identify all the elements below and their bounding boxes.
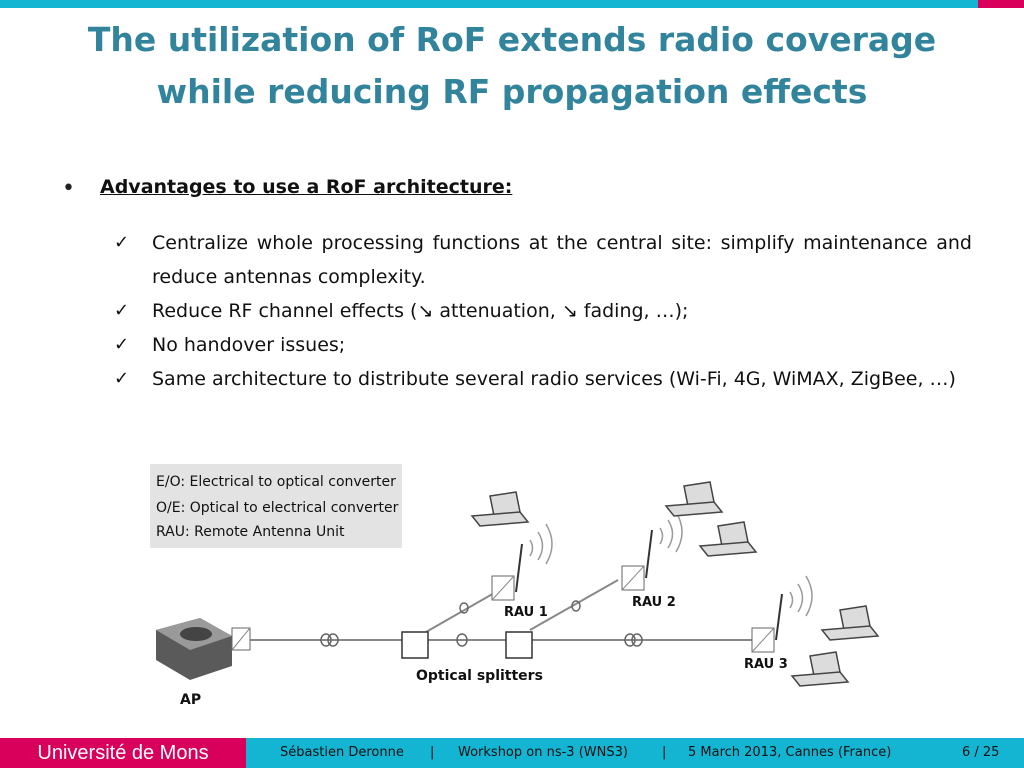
rau-3-unit [751, 575, 813, 653]
laptop-icon [470, 491, 530, 527]
top-brand-bar [978, 0, 1024, 8]
access-point-icon [156, 618, 232, 680]
ap-label: AP [180, 692, 201, 708]
footer-separator: | [430, 745, 435, 760]
antenna-icon [515, 543, 523, 593]
fiber-coil-icon [320, 600, 643, 647]
checkmark-icon: ✓ [114, 300, 130, 321]
laptop-icon [698, 521, 758, 557]
splitters-label: Optical splitters [416, 668, 543, 684]
rau-1-label: RAU 1 [504, 605, 548, 620]
rau-2-unit [621, 511, 683, 591]
rau-1-unit [491, 523, 553, 601]
optical-splitter-icon [505, 631, 533, 659]
optical-splitter-icon [401, 631, 429, 659]
rau-2-label: RAU 2 [632, 595, 676, 610]
footer-brand: Université de Mons [0, 738, 246, 768]
slide-title: The utilization of RoF extends radio cov… [40, 14, 984, 118]
laptop-icon [820, 605, 880, 641]
signal-icon [789, 591, 794, 609]
slide-title-line-1: The utilization of RoF extends radio cov… [87, 20, 937, 59]
laptop-icon [790, 651, 850, 687]
footer-bar: Université de Mons Sébastien Deronne | W… [0, 738, 1024, 768]
legend-eo: E/O: Electrical to optical converter [156, 474, 396, 490]
bullet-icon: • [62, 176, 75, 201]
top-accent-bar [0, 0, 978, 8]
footer-date: 5 March 2013, Cannes (France) [688, 745, 892, 760]
list-item: ✓ Reduce RF channel effects (↘ attenuatio… [110, 294, 972, 328]
list-item-text: Reduce RF channel effects (↘ attenuation… [152, 300, 689, 322]
signal-icon [659, 527, 664, 545]
slide-title-line-2: while reducing RF propagation effects [156, 72, 868, 111]
legend-oe: O/E: Optical to electrical converter [156, 500, 399, 516]
checkmark-icon: ✓ [114, 232, 130, 253]
advantages-list: ✓ Centralize whole processing functions a… [110, 226, 972, 396]
antenna-icon [645, 529, 653, 579]
rau-3-label: RAU 3 [744, 657, 788, 672]
laptop-icon [664, 481, 724, 517]
list-item: ✓ No handover issues; [110, 328, 972, 362]
checkmark-icon: ✓ [114, 368, 130, 389]
footer-event: Workshop on ns-3 (WNS3) [458, 745, 628, 760]
legend-box [150, 464, 402, 548]
footer-page-number: 6 / 25 [962, 745, 1000, 760]
checkmark-icon: ✓ [114, 334, 130, 355]
antenna-icon [775, 593, 783, 641]
list-item-text: Same architecture to distribute several … [152, 368, 956, 390]
list-item-text: Centralize whole processing functions at… [152, 232, 972, 288]
list-item-text: No handover issues; [152, 334, 346, 356]
legend-rau: RAU: Remote Antenna Unit [156, 524, 345, 540]
list-item: ✓ Same architecture to distribute several… [110, 362, 972, 396]
rof-architecture-diagram: E/O: Electrical to optical converter O/E… [150, 464, 880, 708]
footer-separator: | [662, 745, 667, 760]
footer-author: Sébastien Deronne [280, 745, 404, 760]
bullet-heading: Advantages to use a RoF architecture: [100, 176, 513, 198]
signal-icon [529, 539, 534, 557]
list-item: ✓ Centralize whole processing functions a… [110, 226, 972, 294]
